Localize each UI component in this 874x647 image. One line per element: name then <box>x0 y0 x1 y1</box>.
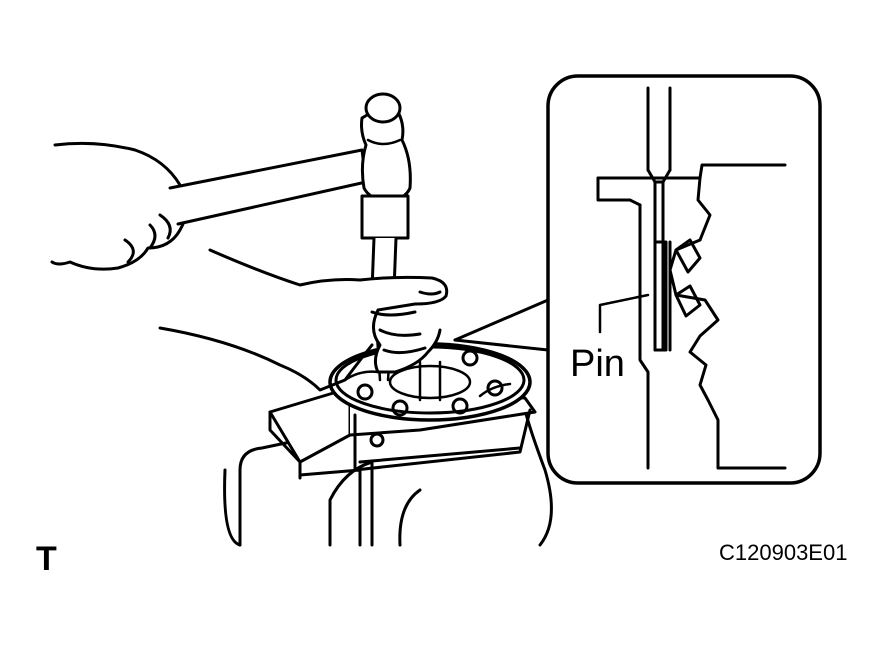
detail-inset <box>546 74 822 485</box>
figure-code: C120903E01 <box>719 540 848 565</box>
hand-holding-hammer <box>50 141 188 271</box>
hammer <box>168 92 412 240</box>
callout-pointer <box>453 298 550 352</box>
oil-pump-body <box>328 342 532 422</box>
callout-label-pin: Pin <box>570 343 625 385</box>
corner-mark: T <box>36 540 57 578</box>
hand-holding-punch <box>158 248 449 392</box>
